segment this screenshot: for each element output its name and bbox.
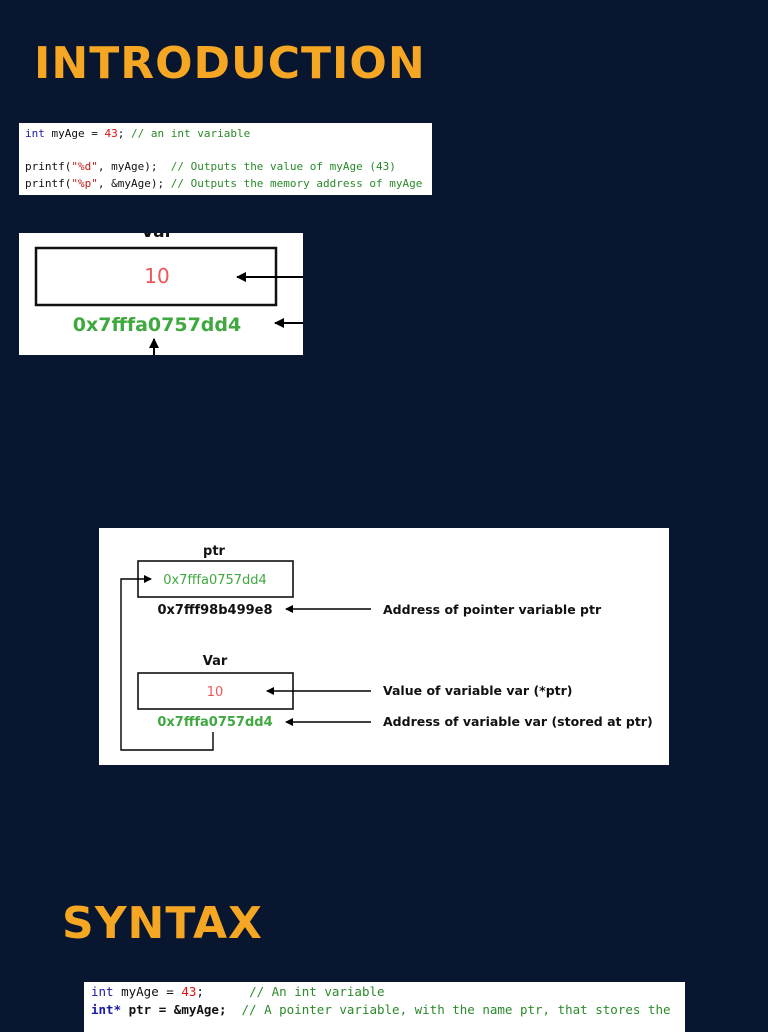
variable-memory-diagram: Var 10 0x7fffa0757dd4 <box>34 233 303 355</box>
code-line: printf("%d", myAge); // Outputs the valu… <box>25 159 426 176</box>
var-address-2: 0x7fffa0757dd4 <box>157 715 272 730</box>
code-line: int myAge = 43; // An int variable <box>91 983 678 1001</box>
code-token: ; <box>117 127 131 140</box>
var-label-2: Var <box>203 654 228 669</box>
variable-memory-figure: Var 10 0x7fffa0757dd4 <box>19 233 303 355</box>
code-token: int <box>91 984 114 999</box>
code-token: , &myAge); <box>97 176 171 190</box>
code-token: printf( <box>25 160 72 173</box>
introduction-heading: INTRODUCTION <box>34 38 426 89</box>
code-token: "%d" <box>71 160 98 173</box>
syntax-heading: SYNTAX <box>62 898 263 949</box>
code-token: // Outputs the memory address of myAge <box>170 176 423 190</box>
code-token: 43 <box>104 127 118 140</box>
pointer-memory-figure: ptr 0x7fffa0757dd4 0x7fff98b499e8 Addres… <box>99 528 669 765</box>
ptr-box <box>137 560 294 598</box>
code-token: // an int variable <box>130 127 251 140</box>
code-token: ; <box>196 984 250 999</box>
code-token: printf( <box>25 176 72 190</box>
code-token: "%p" <box>71 176 98 190</box>
ptr-value: 0x7fffa0757dd4 <box>163 573 267 588</box>
code-line: printf("%p", &myAge); // Outputs the mem… <box>25 176 426 193</box>
ptr-address: 0x7fff98b499e8 <box>157 603 272 618</box>
code-token: // An int variable <box>249 984 385 999</box>
code-token: ptr = &myAge; <box>121 1002 242 1017</box>
code-token: myAge = <box>113 984 182 999</box>
code-line: int myAge = 43; // an int variable <box>25 126 426 143</box>
code-token: // Outputs the value of myAge (43) <box>170 160 396 173</box>
code-token: myAge = <box>44 127 105 140</box>
code-line: int* ptr = &myAge; // A pointer variable… <box>91 1001 678 1019</box>
code-line <box>25 143 426 160</box>
pointer-link-arrow <box>120 575 214 751</box>
var-value: 10 <box>144 264 169 288</box>
code-token: int <box>25 127 45 140</box>
var-value-2: 10 <box>207 685 224 700</box>
pointer-memory-diagram: ptr 0x7fffa0757dd4 0x7fff98b499e8 Addres… <box>120 544 653 751</box>
ptr-address-desc: Address of pointer variable ptr <box>383 602 602 617</box>
var-value-desc: Value of variable var (*ptr) <box>383 683 573 698</box>
var-label: Var <box>141 233 174 242</box>
code-token: // A pointer variable, with the name ptr… <box>241 1002 671 1017</box>
code-token: 43 <box>181 984 197 999</box>
code-token: , myAge); <box>97 160 171 173</box>
var-address-desc: Address of variable var (stored at ptr) <box>383 714 653 729</box>
ptr-label: ptr <box>203 544 226 559</box>
intro-code-block: int myAge = 43; // an int variable print… <box>19 123 432 195</box>
var-address: 0x7fffa0757dd4 <box>73 314 241 336</box>
code-token: int* <box>91 1002 122 1017</box>
